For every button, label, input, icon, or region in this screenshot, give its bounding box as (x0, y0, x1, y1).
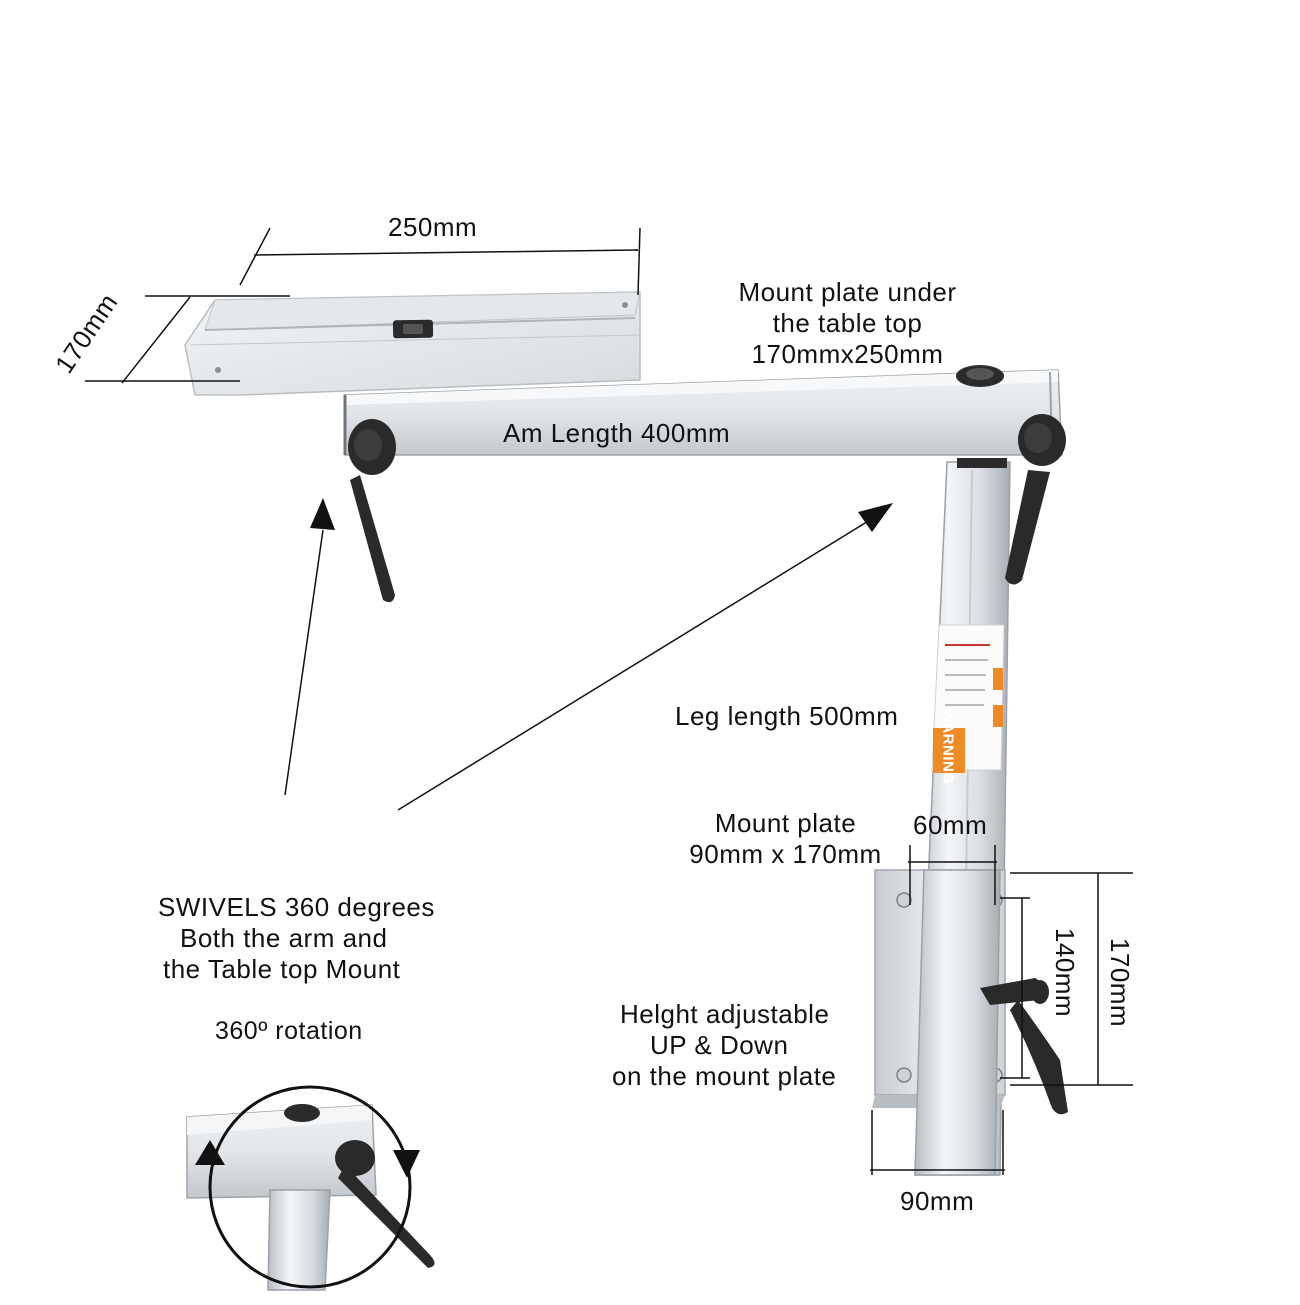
warning-sticker (931, 624, 1005, 773)
base-offset-label: 60mm (913, 810, 988, 840)
swivel-line-2: Both the arm and (180, 923, 388, 953)
table-top-mount-plate (184, 291, 641, 396)
rotation-label: 360º rotation (215, 1017, 363, 1045)
top-mount-line-1: Mount plate under (738, 277, 957, 307)
right-arm-handle (1005, 414, 1066, 585)
height-adjust-line-2: UP & Down (650, 1030, 789, 1060)
plate-width-label: 250mm (388, 212, 478, 242)
arm (343, 365, 1063, 456)
base-dimension-lines (870, 845, 1133, 1175)
top-mount-line-3: 170mmx250mm (751, 339, 944, 369)
swivel-pointer-arrows (284, 498, 893, 811)
swivel-line-3: the Table top Mount (163, 954, 401, 984)
base-height-inner-label: 140mm (1050, 927, 1081, 1018)
plate-width-dimension (239, 227, 641, 296)
warning-sticker-text: WARNING (939, 708, 957, 785)
left-arm-handle (348, 419, 396, 603)
base-width-label: 90mm (900, 1186, 975, 1216)
height-adjust-line-1: Helght adjustable (620, 999, 830, 1029)
bottom-mount-annotation: Mount plate 90mm x 170mm (668, 808, 903, 870)
bottom-mount-line-2: 90mm x 170mm (689, 839, 882, 869)
top-mount-line-2: the table top (772, 308, 923, 338)
plate-depth-dimension (85, 295, 290, 384)
bottom-mount-line-1: Mount plate (714, 808, 857, 838)
swivel-line-1: SWIVELS 360 degrees (158, 892, 435, 922)
height-adjust-annotation: Helght adjustable UP & Down on the mount… (612, 999, 836, 1092)
top-mount-annotation: Mount plate under the table top 170mmx25… (715, 277, 980, 370)
rotation-detail (186, 1085, 435, 1291)
bottom-mount-plate (872, 869, 1006, 1176)
leg-length-label: Leg length 500mm (675, 701, 899, 731)
base-height-outer-label: 170mm (1105, 937, 1136, 1028)
swivel-annotation: SWIVELS 360 degrees Both the arm and the… (158, 892, 435, 985)
arm-length-label: Am Length 400mm (503, 418, 731, 448)
height-adjust-line-3: on the mount plate (612, 1061, 837, 1091)
